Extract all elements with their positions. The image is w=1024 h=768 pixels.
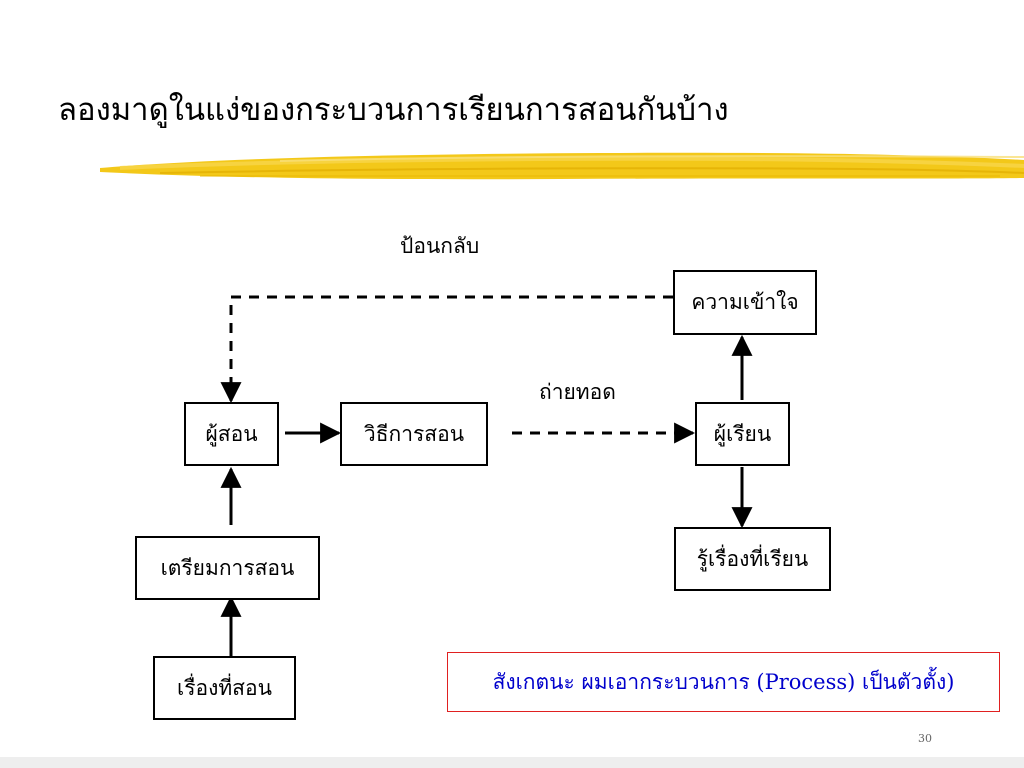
transfer-label: ถ่ายทอด: [539, 380, 616, 404]
teaching-topic-node: เรื่องที่สอน: [153, 656, 296, 720]
learned-topic-node: รู้เรื่องที่เรียน: [674, 527, 831, 591]
learner-node: ผู้เรียน: [695, 402, 790, 466]
teacher-node: ผู้สอน: [184, 402, 279, 466]
note-box: สังเกตนะ ผมเอากระบวนการ (Process) เป็นตั…: [447, 652, 1000, 712]
teaching-method-node: วิธีการสอน: [340, 402, 488, 466]
page-number: 30: [918, 732, 932, 745]
slide-title: ลองมาดูในแง่ของกระบวนการเรียนการสอนกันบ้…: [58, 92, 729, 128]
note-text: สังเกตนะ ผมเอากระบวนการ (Process) เป็นตั…: [492, 669, 955, 694]
highlight-brush-stroke: [100, 152, 1024, 180]
feedback-arrow: [220, 295, 673, 404]
footer-band: [0, 757, 1024, 768]
understanding-node: ความเข้าใจ: [673, 270, 817, 335]
lesson-prep-node: เตรียมการสอน: [135, 536, 320, 600]
feedback-label: ป้อนกลับ: [400, 234, 480, 258]
